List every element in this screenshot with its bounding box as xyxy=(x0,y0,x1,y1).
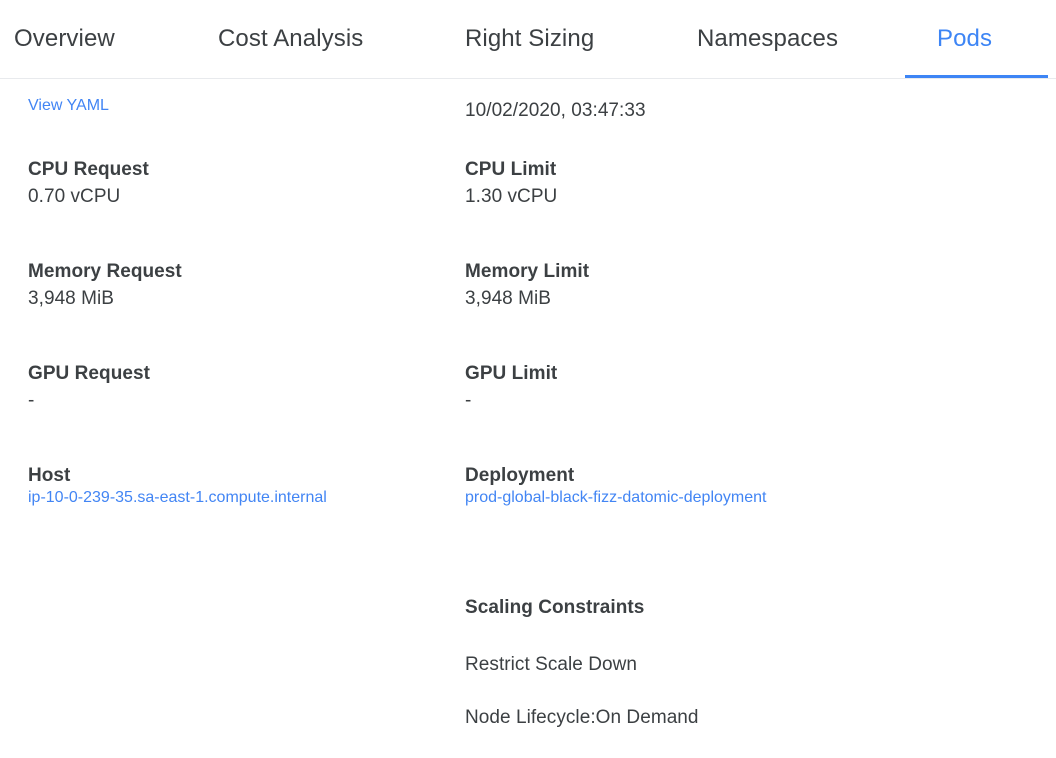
gpu-request-value: - xyxy=(28,390,35,411)
active-tab-indicator xyxy=(905,75,1048,78)
tab-right-sizing[interactable]: Right Sizing xyxy=(465,0,594,78)
memory-limit-label: Memory Limit xyxy=(465,261,590,282)
field-gpu-limit: GPU Limit - xyxy=(465,361,557,415)
tab-overview[interactable]: Overview xyxy=(14,0,115,78)
scaling-constraints-label: Scaling Constraints xyxy=(465,597,645,618)
gpu-request-label: GPU Request xyxy=(28,363,150,384)
pod-detail-pane: View YAML CPU Request 0.70 vCPU Memory R… xyxy=(0,79,1056,758)
gpu-limit-value: - xyxy=(465,390,472,411)
field-scaling-constraints: Scaling Constraints xyxy=(465,595,644,621)
tab-list: Overview Cost Analysis Right Sizing Name… xyxy=(0,0,1056,78)
deployment-label: Deployment xyxy=(465,465,575,486)
field-cpu-request: CPU Request 0.70 vCPU xyxy=(28,157,149,211)
tab-pods[interactable]: Pods xyxy=(937,0,992,78)
field-memory-limit: Memory Limit 3,948 MiB xyxy=(465,259,589,313)
memory-limit-value: 3,948 MiB xyxy=(465,288,551,309)
scaling-constraint-item-restrict-scale-down: Restrict Scale Down xyxy=(465,654,638,675)
host-link[interactable]: ip-10-0-239-35.sa-east-1.compute.interna… xyxy=(28,489,327,506)
cpu-limit-label: CPU Limit xyxy=(465,159,557,180)
field-cpu-limit: CPU Limit 1.30 vCPU xyxy=(465,157,557,211)
field-timestamp: 10/02/2020, 03:47:33 xyxy=(465,97,646,125)
field-host: Host ip-10-0-239-35.sa-east-1.compute.in… xyxy=(28,463,360,507)
view-yaml-link[interactable]: View YAML xyxy=(28,97,109,114)
memory-request-label: Memory Request xyxy=(28,261,182,282)
field-deployment: Deployment prod-global-black-fizz-datomi… xyxy=(465,463,845,507)
tab-namespaces[interactable]: Namespaces xyxy=(697,0,838,78)
memory-request-value: 3,948 MiB xyxy=(28,288,114,309)
deployment-link[interactable]: prod-global-black-fizz-datomic-deploymen… xyxy=(465,489,767,506)
field-memory-request: Memory Request 3,948 MiB xyxy=(28,259,182,313)
host-label: Host xyxy=(28,465,71,486)
timestamp-value: 10/02/2020, 03:47:33 xyxy=(465,100,646,121)
field-view-yaml: View YAML xyxy=(28,97,109,115)
cpu-request-label: CPU Request xyxy=(28,159,149,180)
tab-cost-analysis[interactable]: Cost Analysis xyxy=(218,0,363,78)
cpu-request-value: 0.70 vCPU xyxy=(28,186,121,207)
cpu-limit-value: 1.30 vCPU xyxy=(465,186,558,207)
tab-bar: Overview Cost Analysis Right Sizing Name… xyxy=(0,0,1056,79)
scaling-constraint-item-node-lifecycle: Node Lifecycle:On Demand xyxy=(465,707,699,728)
field-gpu-request: GPU Request - xyxy=(28,361,150,415)
gpu-limit-label: GPU Limit xyxy=(465,363,558,384)
